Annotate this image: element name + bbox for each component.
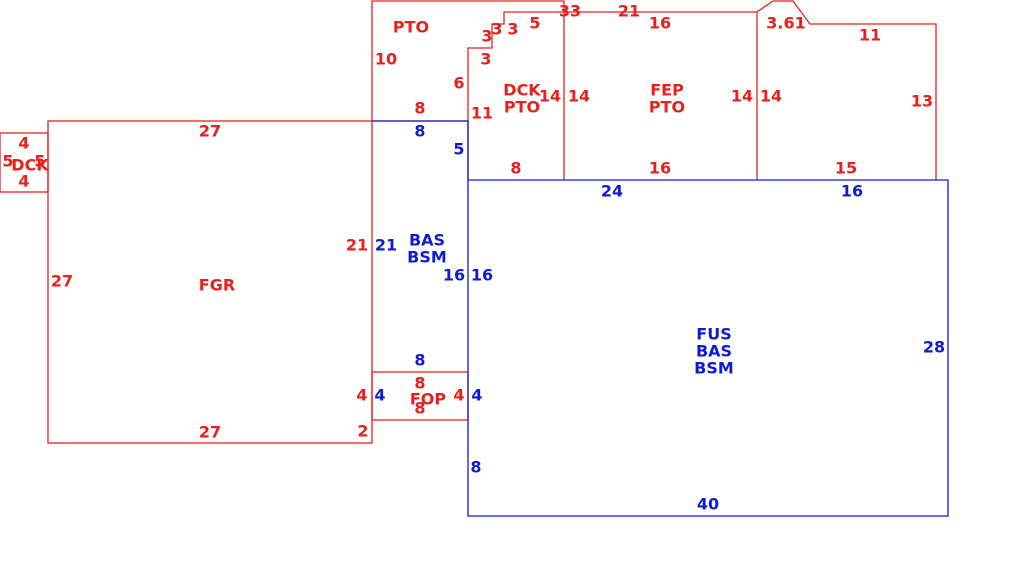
pto-outline xyxy=(371,0,937,180)
dim-fgr-top: 27 xyxy=(199,122,221,141)
dim-fgr-right: 21 xyxy=(346,236,368,255)
dck-pto-label-line1: DCK xyxy=(503,81,541,100)
fep-pto-label-line1: FEP xyxy=(650,81,684,100)
fus-label-line1: FUS xyxy=(696,325,731,344)
dck-pto-label-line2: PTO xyxy=(504,98,540,117)
dim-pto-top-11: 11 xyxy=(859,26,881,45)
dim-bas-right-top: 5 xyxy=(453,140,464,159)
dim-dck-bottom: 4 xyxy=(18,172,29,191)
dim-fop-right: 4 xyxy=(453,386,464,405)
dim-pto-right: 13 xyxy=(911,92,933,111)
dim-pto-step-5: 5 xyxy=(529,14,540,33)
dim-pto-step-a: 3 xyxy=(481,27,492,46)
dim-pto-left: 10 xyxy=(375,50,397,69)
dim-right-deck-bottom: 15 xyxy=(835,159,857,178)
dim-pto-top-33: 33 xyxy=(559,2,581,21)
dim-fop-top: 8 xyxy=(414,374,425,393)
area-labels: DCK FGR PTO DCK PTO FEP PTO BAS BSM FOP … xyxy=(11,18,734,409)
fop-label: FOP xyxy=(410,390,447,409)
dim-fep-bottom: 16 xyxy=(649,159,671,178)
dim-fus-top-24: 24 xyxy=(601,182,623,201)
dim-fop-right-blue: 4 xyxy=(471,386,482,405)
red-dimensions: 4 4 5 5 27 27 27 21 4 2 10 3 3 3 5 33 21… xyxy=(2,2,933,442)
dim-fus-right: 28 xyxy=(923,338,945,357)
dim-pto-top-16: 16 xyxy=(649,14,671,33)
dim-dck-left: 5 xyxy=(2,152,13,171)
dck-pto-step xyxy=(467,11,564,180)
dim-dck-pto-right: 14 xyxy=(539,87,561,106)
fgr-label: FGR xyxy=(199,276,235,295)
dim-bas-left: 21 xyxy=(375,236,397,255)
dim-dck-right: 5 xyxy=(34,152,45,171)
dim-pto-diag: 3.61 xyxy=(766,14,805,33)
dim-fus-bottom: 40 xyxy=(697,495,719,514)
blue-outlines xyxy=(372,120,949,517)
dim-fgr-bottom: 27 xyxy=(199,423,221,442)
bas-bsm-label-line1: BAS xyxy=(409,231,445,250)
red-outlines xyxy=(0,0,937,444)
dim-fep-left: 14 xyxy=(568,87,590,106)
dim-fus-top-16: 16 xyxy=(841,182,863,201)
dim-bas-top: 8 xyxy=(414,122,425,141)
dim-right-deck-left: 14 xyxy=(760,87,782,106)
pto-top-label: PTO xyxy=(393,18,429,37)
dim-bas-bottom: 8 xyxy=(414,351,425,370)
dim-fus-left-16: 16 xyxy=(471,266,493,285)
dim-pto-top-21: 21 xyxy=(618,2,640,21)
dim-dck-top: 4 xyxy=(18,134,29,153)
blue-dimensions: 8 5 21 16 8 4 4 24 16 16 8 28 40 xyxy=(374,122,945,514)
dim-fgr-right-small: 4 xyxy=(356,386,367,405)
fus-label-line2: BAS xyxy=(696,342,732,361)
dim-fgr-bottom-right: 2 xyxy=(357,422,368,441)
dim-bas-right: 16 xyxy=(443,266,465,285)
bas-bsm-outline xyxy=(372,120,469,180)
dim-pto-step-c: 3 xyxy=(507,20,518,39)
dim-pto-inner-6: 6 xyxy=(453,74,464,93)
dim-pto-step-b: 3 xyxy=(491,20,502,39)
dim-pto-bottom-8: 8 xyxy=(414,99,425,118)
dim-fgr-left: 27 xyxy=(51,272,73,291)
bas-bsm-label-line2: BSM xyxy=(407,248,447,267)
dim-fep-right: 14 xyxy=(731,87,753,106)
dim-pto-step-3-low: 3 xyxy=(480,50,491,69)
dck-left-label: DCK xyxy=(11,156,49,175)
fus-outline xyxy=(467,179,949,517)
fus-label-line3: BSM xyxy=(694,359,734,378)
dim-dck-pto-left: 11 xyxy=(471,104,493,123)
dim-fop-left-blue: 4 xyxy=(374,386,385,405)
dim-fus-left-8: 8 xyxy=(470,458,481,477)
fgr-outline xyxy=(47,120,373,444)
dim-fop-bottom: 8 xyxy=(414,399,425,418)
fep-pto-label-line2: PTO xyxy=(649,98,685,117)
dim-dck-pto-bottom: 8 xyxy=(510,159,521,178)
